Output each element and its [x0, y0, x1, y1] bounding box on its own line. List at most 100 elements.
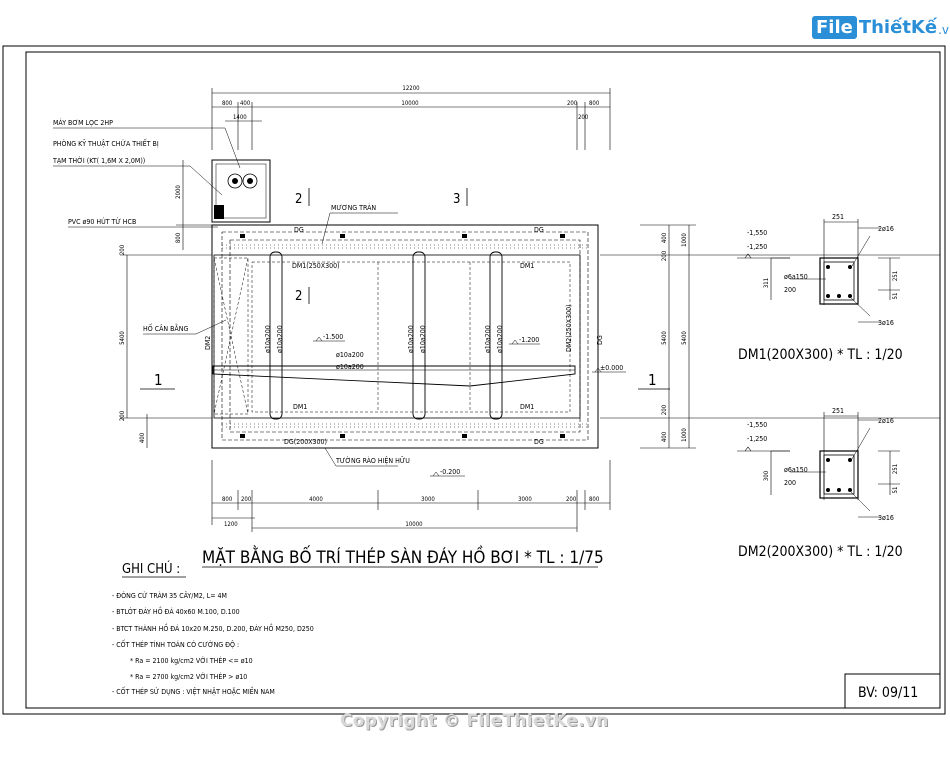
- dm1-top-bar: 2ø16: [878, 225, 894, 233]
- rebar-v2b: ø10a200: [419, 325, 427, 353]
- section-marker-2-mid: 2: [295, 289, 302, 304]
- note-4: - CỐT THÉP TÍNH TOÁN CÓ CƯỜNG ĐỘ :: [112, 639, 239, 649]
- dim-left-a: 2000: [175, 185, 182, 199]
- label-pump: MÁY BƠM LỌC 2HP: [53, 118, 113, 127]
- dim-top-g: 200: [578, 114, 589, 121]
- label-dm1-top: DM1(250X300): [292, 262, 340, 270]
- rebar-v2a: ø10a200: [407, 325, 415, 353]
- label-dg-bot2: DG: [534, 438, 544, 446]
- note-5: * Ra = 2100 kg/cm2 VỚI THÉP <= ø10: [130, 656, 253, 665]
- label-dm2-left: DM2: [204, 336, 212, 350]
- drawing-title: MẶT BẰNG BỐ TRÍ THÉP SÀN ĐÁY HỒ BƠI * TL…: [202, 544, 604, 568]
- level-a: -1.500: [323, 333, 343, 341]
- dm2-width: 251: [832, 407, 844, 415]
- inner-zones: [251, 261, 571, 413]
- level-b: -1.200: [519, 336, 539, 344]
- dm2-cover: 200: [784, 479, 796, 487]
- logo-suffix: .vn: [938, 23, 950, 37]
- pump-icon: [227, 173, 243, 189]
- sheet-outer-border: [2, 45, 946, 715]
- leader-lines: [53, 127, 398, 467]
- label-room1: PHÒNG KỸ THUẬT CHỨA THIẾT BỊ: [53, 138, 159, 148]
- logo-text: ThiếtKế: [858, 16, 938, 38]
- left-dimension-lines: [120, 160, 212, 448]
- beam-markers: [240, 234, 565, 438]
- dm2-height: 300: [763, 470, 770, 481]
- section-marker-1-right: 1: [648, 371, 657, 389]
- dm2-stirrup: ø6a150: [784, 466, 808, 474]
- dm1-level1: -1,550: [747, 229, 767, 237]
- rebar-h1: ø10a200: [336, 351, 364, 359]
- dim-right-c: 200: [661, 250, 668, 261]
- vertical-rebar-strips: [269, 251, 503, 420]
- dm1-bot-bar: 3ø16: [878, 319, 894, 327]
- label-overflow: MƯƠNG TRÀN: [331, 203, 376, 212]
- right-dimension-lines: [600, 224, 940, 449]
- dim-left-b: 800: [175, 232, 182, 243]
- notes-heading: GHI CHÚ :: [122, 561, 180, 577]
- dim-right-e: 5400: [681, 331, 688, 345]
- dim-bot-d: 3000: [421, 496, 435, 503]
- pool-outer-wall: [211, 224, 599, 449]
- pool-plan: [211, 159, 599, 449]
- pump-room: [211, 159, 271, 223]
- rebar-v1a: ø10a200: [264, 325, 272, 353]
- balance-pit: [213, 257, 249, 415]
- label-balance: HỐ CÂN BẰNG: [143, 323, 188, 333]
- dm2-title: DM2(200X300) * TL : 1/20: [738, 544, 903, 560]
- dim-top-total: 12200: [402, 85, 420, 92]
- label-wall: TƯỜNG RÀO HIỆN HỮU: [335, 456, 410, 465]
- rebar-v3a: ø10a200: [484, 325, 492, 353]
- dim-top-a: 800: [222, 100, 233, 107]
- level-d: -0.200: [440, 468, 460, 476]
- dm1-width: 251: [832, 213, 844, 221]
- dim-top-e: 800: [589, 100, 600, 107]
- sheet-number-box: [844, 673, 941, 709]
- filter-center: [247, 178, 253, 184]
- dm2-top-bar: 2ø16: [878, 417, 894, 425]
- dim-bot-b: 200: [241, 496, 252, 503]
- label-dg-top2: DG: [534, 226, 544, 234]
- dm1-h2: 251: [892, 271, 899, 281]
- dim-right-a: 400: [661, 232, 668, 243]
- rebar-v3b: ø10a200: [496, 325, 504, 353]
- level-c: ±0.000: [600, 364, 623, 372]
- dim-right-h: 1000: [681, 428, 688, 442]
- level-markers: [313, 336, 626, 477]
- dim-top-b: 400: [240, 100, 251, 107]
- dim-left-f: 400: [139, 432, 146, 443]
- dim-right-d: 5400: [661, 331, 668, 345]
- dim-top-f: 1400: [233, 114, 247, 121]
- label-dg-right: DG: [596, 335, 604, 345]
- dm1-cover: 200: [784, 286, 796, 294]
- dim-bot-g: 800: [589, 496, 600, 503]
- note-2: - BTLÓT ĐÁY HỒ ĐÁ 40x60 M.100, D.100: [112, 606, 240, 616]
- dim-right-g: 400: [661, 431, 668, 442]
- dim-left-e: 200: [119, 410, 126, 421]
- sheet-inner-border: [25, 51, 941, 709]
- dm1-height: 311: [763, 278, 770, 288]
- logo-box: File: [812, 15, 857, 39]
- note-3: - BTCT THÀNH HỒ ĐÁ 10x20 M.250, D.200, Đ…: [112, 623, 314, 633]
- dim-bot-i: 10000: [405, 521, 423, 528]
- rebar-h2: ø10a200: [336, 363, 364, 371]
- dim-left-d: 5400: [119, 331, 126, 345]
- bottom-dimension-lines: [211, 460, 611, 532]
- filter-icon: [242, 173, 258, 189]
- label-room2: TẠM THỜI (KT( 1,6M X 2,0M)): [52, 156, 145, 165]
- pump-room-column: [214, 205, 224, 219]
- dim-bot-h: 1200: [224, 521, 238, 528]
- dim-bot-a: 800: [222, 496, 233, 503]
- section-marker-3: 3: [453, 192, 460, 207]
- label-dm2-right: DM2(250X300): [565, 304, 573, 352]
- dm2-h2: 251: [892, 464, 899, 474]
- note-7: - CỐT THÉP SỬ DỤNG : VIỆT NHẬT HOẶC MIỀN…: [112, 686, 275, 696]
- dm2-level2: -1,250: [747, 435, 767, 443]
- section-marker-1-left: 1: [154, 371, 163, 389]
- section-marker-2-top: 2: [295, 192, 302, 207]
- pump-center: [232, 178, 238, 184]
- note-6: * Ra = 2700 kg/cm2 VỚI THÉP > ø10: [130, 672, 247, 681]
- dm2-h3: 51: [892, 487, 899, 494]
- label-dg-bot1: DG(200X300): [284, 438, 327, 446]
